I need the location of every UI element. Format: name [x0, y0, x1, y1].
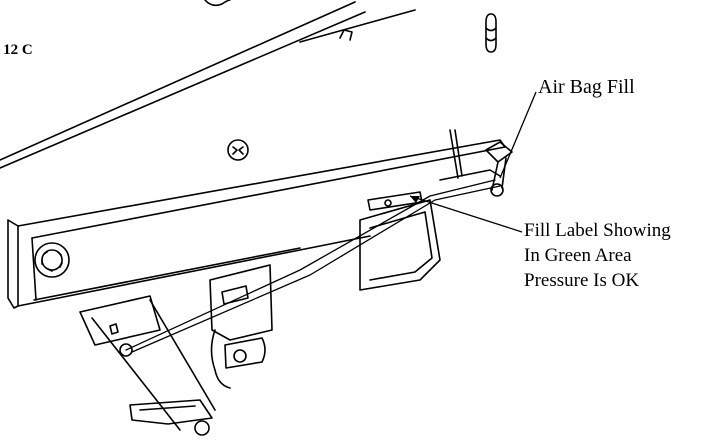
air-bag-fill-leader: [499, 91, 537, 179]
left-port-outer: [34, 242, 70, 278]
right-slot: [485, 13, 497, 53]
fill-label-arrowhead: [410, 196, 420, 203]
housing-clip: [339, 29, 353, 41]
mid-block: [209, 264, 273, 341]
figure-label: ure 12 C: [0, 42, 33, 58]
lower-arm-right: [149, 299, 216, 411]
mid-block-label: [221, 285, 249, 305]
fill-valve-bracket: [439, 169, 501, 181]
mid-hook: [210, 329, 231, 389]
handle-fin-2: [454, 129, 463, 177]
fill-label-callout-line: Pressure Is OK: [524, 270, 640, 291]
housing-inner-rail: [33, 247, 301, 301]
cable-2: [131, 185, 501, 353]
right-slot-inner: [485, 27, 497, 42]
fill-label-plate: [367, 191, 423, 211]
arm-pivot: [119, 343, 133, 357]
fill-label-gauge: [384, 199, 392, 207]
bottom-foot: [129, 399, 213, 425]
cable: [125, 179, 496, 351]
handle-fin: [449, 129, 459, 179]
housing-body: [17, 139, 506, 239]
fill-valve-cap: [490, 183, 504, 197]
bottom-foot-inner: [139, 405, 196, 411]
air-bag-fill-callout: Air Bag Fill: [538, 76, 635, 98]
center-bolt-mark: [232, 146, 244, 155]
bottom-foot-bolt: [194, 420, 210, 436]
fill-label-callout: Fill Label Showing In Green Area Pressur…: [524, 218, 671, 293]
arm-panel: [79, 295, 161, 346]
center-bolt: [227, 139, 249, 161]
housing-top-edge-inner: [0, 11, 366, 169]
left-port-teeth: [41, 251, 63, 272]
housing-top-edge: [0, 1, 356, 161]
lower-arm-left: [91, 317, 181, 431]
lower-bracket-inner: [369, 211, 433, 281]
fill-label-callout-line: In Green Area: [524, 245, 632, 266]
fill-valve-body: [485, 141, 513, 163]
fill-label-leader: [409, 195, 523, 233]
mid-boss: [224, 337, 266, 369]
mid-boss-bolt: [233, 349, 247, 363]
fill-label-callout-line: Fill Label Showing: [524, 220, 671, 241]
housing-left-face: [7, 219, 19, 309]
housing-lower-edge-2: [31, 237, 37, 301]
arm-panel-slot: [109, 323, 119, 335]
top-partial-part: [204, 0, 231, 7]
housing-top-edge-right: [299, 9, 416, 43]
